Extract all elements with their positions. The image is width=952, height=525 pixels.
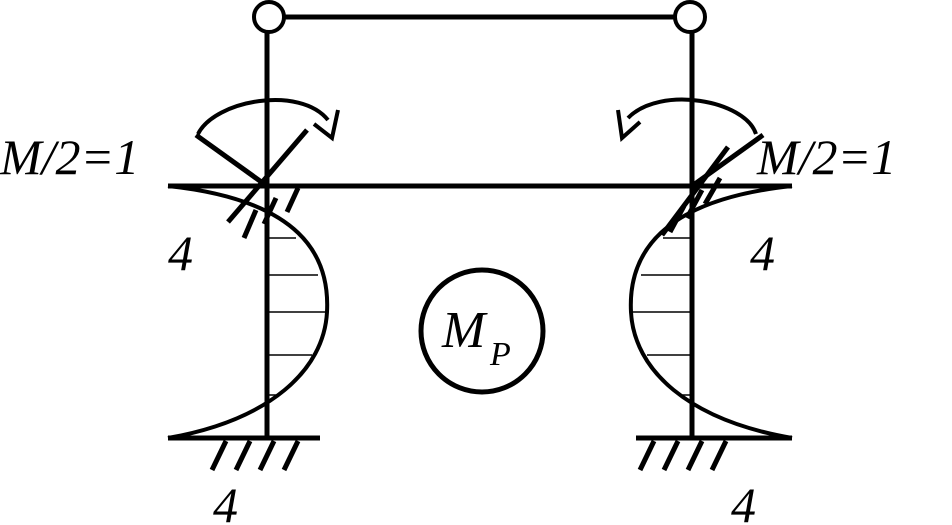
right-ordinates (631, 237, 692, 396)
right-moment-label: M/2=1 (756, 129, 896, 185)
left-base-value-label: 4 (213, 477, 238, 525)
right-top-hinge-icon (673, 0, 707, 34)
left-ordinates (267, 237, 327, 396)
diagram-symbol-circle (418, 267, 546, 395)
right-fixed-support-icon (637, 439, 729, 472)
left-mid-value-label: 4 (168, 225, 193, 281)
left-top-hinge-icon (252, 0, 286, 34)
right-joint-support-icon (660, 132, 765, 237)
left-moment-label: M/2=1 (0, 129, 139, 185)
right-moment-arrow-icon (616, 97, 758, 142)
right-base-value-label: 4 (731, 477, 756, 525)
diagram-symbol-main: M (441, 302, 488, 359)
left-fixed-support-icon (209, 439, 301, 472)
left-joint-support-icon (194, 128, 309, 239)
right-mid-value-label: 4 (750, 225, 775, 281)
left-moment-arrow-icon (196, 98, 340, 142)
diagram-symbol-subscript: P (489, 336, 511, 373)
